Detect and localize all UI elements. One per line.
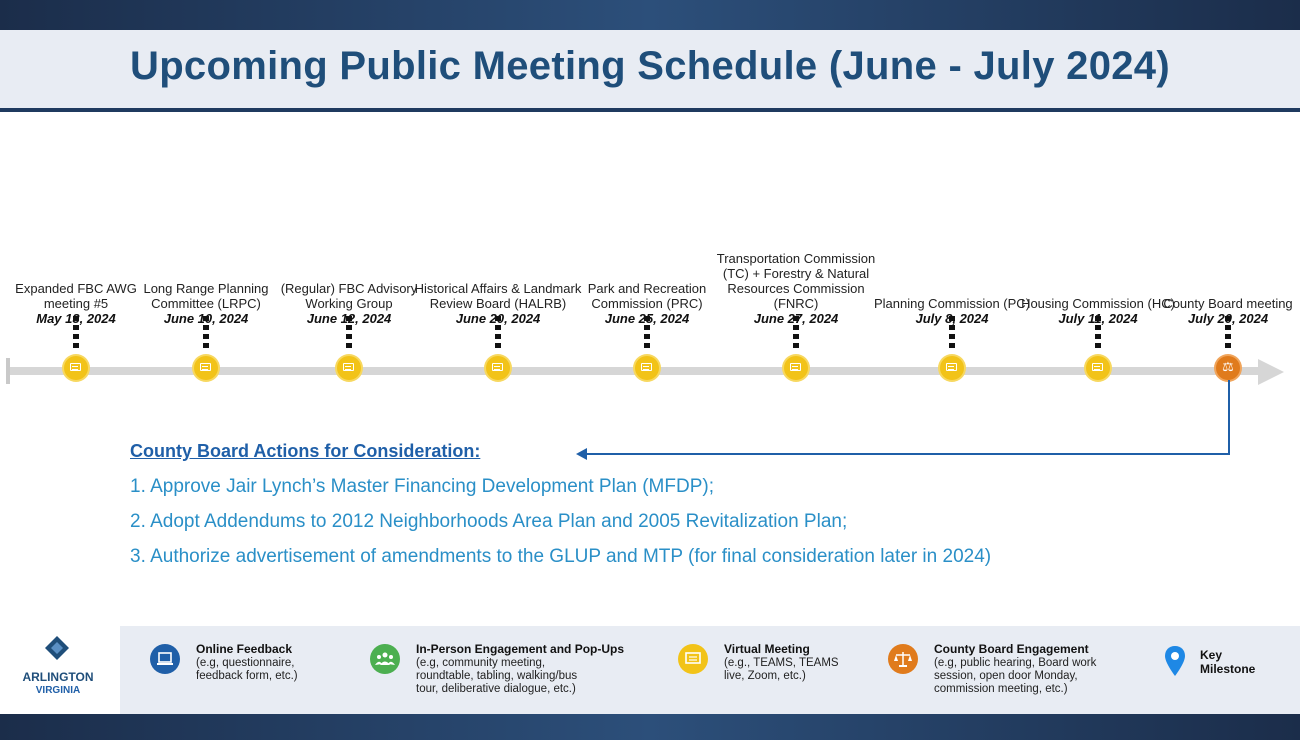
actions-connector-horizontal bbox=[586, 453, 1230, 455]
event-connector bbox=[203, 316, 209, 348]
logo-subtitle: VIRGINIA bbox=[35, 685, 81, 696]
county-board-icon: ⚖ bbox=[1216, 356, 1240, 380]
legend-description: Milestone bbox=[1200, 662, 1256, 676]
timeline-start-cap bbox=[6, 358, 10, 384]
event-label: Transportation Commission (TC) + Forestr… bbox=[711, 251, 881, 326]
event-name: County Board meeting bbox=[1163, 296, 1293, 311]
timeline-event: Park and Recreation Commission (PRC)June… bbox=[562, 0, 732, 400]
virtual-meeting-icon bbox=[337, 356, 361, 380]
action-item: 1. Approve Jair Lynch’s Master Financing… bbox=[130, 476, 714, 497]
event-connector bbox=[1225, 316, 1231, 348]
virtual-meeting-icon bbox=[784, 356, 808, 380]
legend-title: In-Person Engagement and Pop-Ups bbox=[416, 642, 625, 656]
virtual-meeting-icon bbox=[194, 356, 218, 380]
logo-name: ARLINGTON bbox=[22, 670, 94, 684]
action-item: 3. Authorize advertisement of amendments… bbox=[130, 546, 992, 567]
virtual-meeting-icon bbox=[635, 356, 659, 380]
title-band bbox=[0, 30, 1300, 112]
timeline-axis bbox=[8, 367, 1260, 375]
bottom-banner bbox=[0, 714, 1300, 740]
timeline-event: Housing Commission (HC)July 11, 2024 bbox=[1013, 0, 1183, 400]
event-date: July 20, 2024 bbox=[1187, 311, 1269, 326]
timeline-event: Long Range Planning Committee (LRPC)June… bbox=[121, 0, 291, 400]
legend-title: Online Feedback bbox=[196, 642, 293, 656]
event-connector bbox=[1095, 316, 1101, 348]
legend-description: (e.g, questionnaire,feedback form, etc.) bbox=[196, 657, 298, 682]
event-name: Transportation Commission (TC) + Forestr… bbox=[716, 251, 876, 311]
event-connector bbox=[644, 316, 650, 348]
virtual-meeting-icon bbox=[1086, 356, 1110, 380]
actions-heading: County Board Actions for Consideration: bbox=[130, 441, 481, 461]
event-label: Park and Recreation Commission (PRC)June… bbox=[562, 281, 732, 326]
virtual-meeting-icon bbox=[64, 356, 88, 380]
top-banner bbox=[0, 0, 1300, 30]
event-name: Expanded FBC AWG meeting #5 bbox=[15, 281, 137, 311]
event-connector bbox=[346, 316, 352, 348]
event-name: (Regular) FBC Advisory Working Group bbox=[280, 281, 418, 311]
virtual-meeting-icon bbox=[940, 356, 964, 380]
event-name: Housing Commission (HC) bbox=[1021, 296, 1175, 311]
legend-title: Virtual Meeting bbox=[724, 642, 810, 656]
event-connector bbox=[495, 316, 501, 348]
timeline-event: Planning Commission (PC)July 8, 2024 bbox=[867, 0, 1037, 400]
event-connector bbox=[793, 316, 799, 348]
arlington-logo-mark bbox=[45, 636, 69, 660]
online-feedback-icon bbox=[150, 644, 180, 674]
actions-connector-vertical bbox=[1228, 380, 1230, 454]
event-name: Planning Commission (PC) bbox=[873, 296, 1031, 311]
virtual-meeting-icon bbox=[486, 356, 510, 380]
legend-description: (e.g, community meeting,roundtable, tabl… bbox=[416, 657, 578, 695]
event-connector bbox=[949, 316, 955, 348]
county-board-icon bbox=[888, 644, 918, 674]
page-title: Upcoming Public Meeting Schedule (June -… bbox=[130, 44, 1170, 88]
timeline-event: Transportation Commission (TC) + Forestr… bbox=[711, 0, 881, 400]
event-connector bbox=[73, 316, 79, 348]
actions-arrow-head bbox=[576, 448, 587, 460]
event-name: Long Range Planning Committee (LRPC) bbox=[143, 281, 269, 311]
legend-panel bbox=[120, 626, 1300, 714]
event-name: Park and Recreation Commission (PRC) bbox=[587, 281, 707, 311]
legend-title: County Board Engagement bbox=[934, 642, 1089, 656]
action-item: 2. Adopt Addendums to 2012 Neighborhoods… bbox=[130, 511, 848, 532]
key-milestone-icon bbox=[1160, 644, 1190, 676]
timeline-arrow-head bbox=[1258, 359, 1284, 385]
timeline-event: Historical Affairs & Landmark Review Boa… bbox=[413, 0, 583, 400]
legend-title: Key bbox=[1200, 648, 1223, 662]
in-person-icon bbox=[370, 644, 400, 674]
virtual-meeting-icon bbox=[678, 644, 708, 674]
event-name: Historical Affairs & Landmark Review Boa… bbox=[414, 281, 582, 311]
arlington-logo: ARLINGTON VIRGINIA bbox=[0, 626, 116, 714]
